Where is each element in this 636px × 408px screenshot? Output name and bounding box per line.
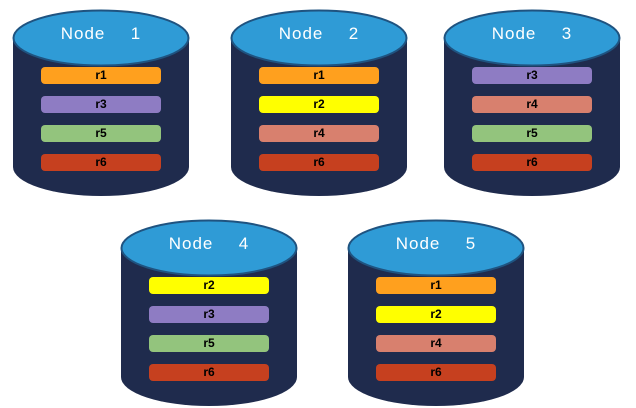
partition-bar: r6 [472,154,592,171]
partition-bar: r4 [376,335,496,352]
partition-bar: r5 [149,335,269,352]
partition-bar: r2 [376,306,496,323]
partition-list: r3 r4 r5 r6 [472,67,592,183]
partition-bar: r6 [41,154,161,171]
partition-bar: r5 [41,125,161,142]
node-cylinder-2: Node 2 r1 r2 r4 r6 [230,9,408,197]
partition-bar: r1 [41,67,161,84]
cylinder-top [230,9,408,67]
node-title: Node 4 [168,234,250,253]
partition-bar: r2 [259,96,379,113]
partition-bar: r6 [149,364,269,381]
node-title: Node 1 [60,24,142,43]
partition-bar: r1 [259,67,379,84]
partition-bar: r3 [149,306,269,323]
partition-list: r1 r2 r4 r6 [259,67,379,183]
partition-bar: r6 [376,364,496,381]
cylinder-top [12,9,190,67]
partition-list: r1 r2 r4 r6 [376,277,496,393]
cylinder-top [120,219,298,277]
cylinder-top [443,9,621,67]
node-cylinder-1: Node 1 r1 r3 r5 r6 [12,9,190,197]
node-cylinder-4: Node 4 r2 r3 r5 r6 [120,219,298,407]
node-title: Node 2 [278,24,360,43]
partition-bar: r5 [472,125,592,142]
partition-bar: r4 [259,125,379,142]
partition-bar: r6 [259,154,379,171]
partition-bar: r1 [376,277,496,294]
partition-list: r1 r3 r5 r6 [41,67,161,183]
node-cylinder-3: Node 3 r3 r4 r5 r6 [443,9,621,197]
partition-bar: r4 [472,96,592,113]
node-cylinder-5: Node 5 r1 r2 r4 r6 [347,219,525,407]
cylinder-top [347,219,525,277]
partition-bar: r2 [149,277,269,294]
partition-bar: r3 [41,96,161,113]
partition-list: r2 r3 r5 r6 [149,277,269,393]
partition-bar: r3 [472,67,592,84]
node-title: Node 3 [491,24,573,43]
node-title: Node 5 [395,234,477,253]
